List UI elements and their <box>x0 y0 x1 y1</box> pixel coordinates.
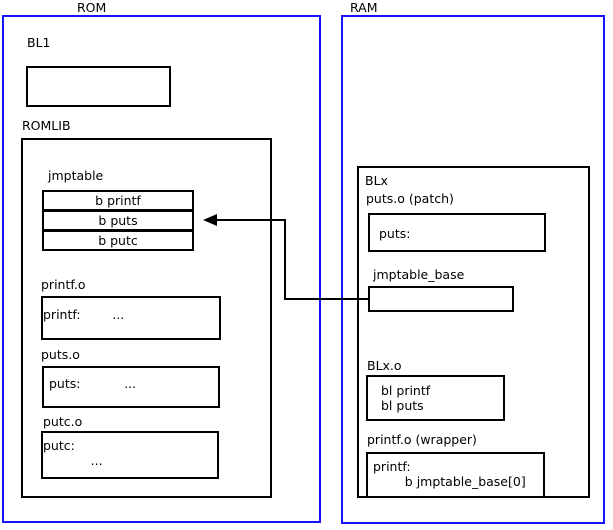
puts-o-patch-code-line-0: puts: <box>379 226 411 241</box>
blx-label: BLx <box>365 173 388 188</box>
jmptable-entry-2-text: b putc <box>98 233 138 248</box>
jmptable-base-label: jmptable_base <box>373 267 465 282</box>
puts-o-box: puts: ... <box>42 366 220 408</box>
putc-o-code-line-1: ... <box>43 453 103 468</box>
patch-arrow-head <box>203 214 217 226</box>
putc-o-code-line-0: putc: <box>43 438 75 453</box>
printf-o-wrapper-box: printf: b jmptable_base[0] <box>366 452 545 498</box>
puts-o-patch-label: puts.o (patch) <box>366 191 454 206</box>
printf-o-box: printf: ... <box>41 296 221 340</box>
printf-o-label: printf.o <box>41 277 86 292</box>
jmptable-label: jmptable <box>48 168 104 183</box>
bl1-box <box>26 66 171 107</box>
puts-o-patch-box: puts: <box>368 213 546 252</box>
bl1-label: BL1 <box>27 35 51 50</box>
jmptable-entry-1-text: b puts <box>98 213 138 228</box>
ram-region <box>341 15 605 524</box>
rom-region <box>2 15 321 523</box>
puts-o-code-line-0: puts: ... <box>49 376 137 391</box>
romlib-label: ROMLIB <box>22 118 71 133</box>
puts-o-label: puts.o <box>41 347 80 362</box>
patch-arrow-path <box>210 219 368 300</box>
rom-region-label: ROM <box>77 0 107 15</box>
jmptable-entry-0-text: b printf <box>95 193 141 208</box>
putc-o-label: putc.o <box>43 414 83 429</box>
printf-o-wrapper-code-line-0: printf: <box>373 459 411 474</box>
blx-o-code-line-0: bl printf <box>381 383 431 398</box>
printf-o-code-line-0: printf: ... <box>43 307 125 322</box>
jmptable-entry-2[interactable]: b putc <box>42 230 194 251</box>
blx-o-code-line-1: bl puts <box>381 398 424 413</box>
ram-region-label: RAM <box>350 0 378 15</box>
printf-o-wrapper-code-line-1: b jmptable_base[0] <box>373 474 526 489</box>
putc-o-box: putc: ... <box>41 431 219 479</box>
printf-o-wrapper-label: printf.o (wrapper) <box>367 432 477 447</box>
jmptable-base-box[interactable] <box>368 286 514 312</box>
blx-o-box: bl printf bl puts <box>366 375 505 421</box>
blx-o-label: BLx.o <box>367 358 402 373</box>
